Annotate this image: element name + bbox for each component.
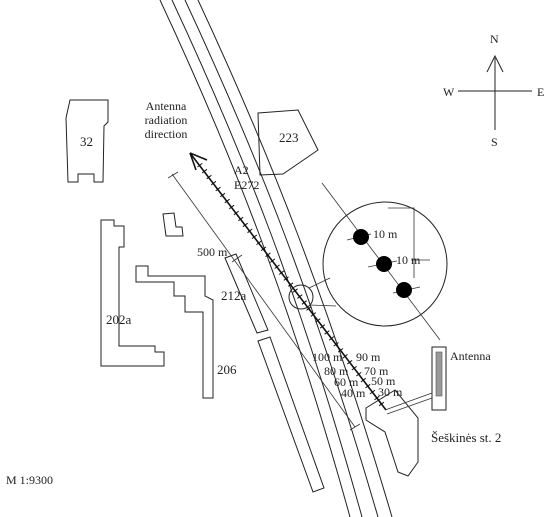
- compass-n: N: [490, 32, 499, 46]
- ray-tick: [365, 383, 371, 389]
- ray-tick: [247, 228, 253, 234]
- svg-text:212a: 212a: [221, 288, 247, 303]
- building-223: 223: [257, 109, 319, 176]
- distance-500-label: 500 m: [197, 245, 228, 259]
- ray-tick: [224, 198, 230, 204]
- ray-tick: [260, 246, 267, 252]
- svg-text:32: 32: [80, 134, 93, 149]
- antenna-symbol: Antenna: [384, 346, 491, 415]
- scale-label: M 1:9300: [6, 473, 53, 487]
- building-seskines-2: [365, 389, 419, 477]
- guide-tick: [167, 171, 179, 179]
- ray-tick: [378, 401, 385, 407]
- ray-tick: [251, 234, 258, 240]
- compass-w: W: [443, 85, 455, 99]
- ray-tick: [274, 264, 280, 269]
- svg-text:Antenna: Antenna: [146, 99, 187, 113]
- ray-tick: [229, 204, 235, 210]
- ray-tick: [319, 324, 326, 329]
- inset-detail: 10 m 10 m: [321, 182, 448, 341]
- ray-tick: [337, 348, 344, 353]
- road-label-e272: E272: [234, 178, 259, 192]
- guide-tick: [349, 423, 361, 431]
- ray-tick: [346, 359, 353, 365]
- ray-tick: [324, 330, 330, 335]
- ray-tick: [292, 288, 298, 293]
- ray-tick: [306, 306, 312, 311]
- ray-tick: [283, 276, 289, 281]
- ray-tick: [278, 270, 285, 275]
- ray-tick: [210, 180, 217, 186]
- ray-tick: [342, 354, 348, 359]
- ray-tick: [215, 186, 221, 192]
- inset-circle: [322, 201, 448, 327]
- antenna-label: Antenna: [450, 349, 491, 363]
- inset-mark: 10 m: [373, 227, 398, 241]
- building-206: 206: [135, 265, 237, 399]
- building-long: [257, 336, 325, 493]
- svg-text:direction: direction: [145, 127, 188, 141]
- building-202a: 202a: [100, 219, 165, 367]
- building-32: 32: [65, 99, 109, 183]
- ray-tick: [369, 389, 376, 395]
- address-label: Šeškinės st. 2: [431, 430, 501, 445]
- dist-mark: 100 m: [312, 350, 343, 364]
- guide-tick: [231, 254, 243, 263]
- inset-dot: [376, 256, 392, 272]
- svg-text:206: 206: [217, 362, 237, 377]
- dist-mark: 60 m: [334, 375, 359, 389]
- compass-e: E: [537, 85, 544, 99]
- ray-tick: [356, 371, 362, 377]
- inset-dot: [353, 229, 369, 245]
- ray-tick: [374, 395, 380, 401]
- ray-tick: [256, 240, 262, 246]
- compass-rose: N S E W: [443, 32, 544, 149]
- ray-tick: [351, 365, 357, 371]
- dist-mark: 40 m: [341, 386, 366, 400]
- distance-marks: 100 m 90 m 80 m 70 m 60 m 50 m 40 m 30 m: [312, 350, 403, 400]
- ray-tick: [233, 210, 239, 216]
- building-small: [162, 212, 184, 237]
- dist-mark: 80 m: [324, 364, 349, 378]
- ray-tick: [219, 192, 226, 198]
- ray-tick: [328, 336, 335, 341]
- ray-tick: [238, 216, 244, 222]
- svg-text:223: 223: [279, 130, 299, 145]
- building-212a: 212a: [221, 253, 269, 334]
- ray-tick: [360, 377, 367, 383]
- svg-text:202a: 202a: [106, 312, 132, 327]
- inset-dot: [396, 282, 412, 298]
- north-arrow-icon: [486, 54, 504, 73]
- dist-mark: 50 m: [371, 374, 396, 388]
- zoom-indicator: [288, 277, 337, 310]
- ray-tick: [269, 258, 276, 263]
- guide-line: [171, 173, 356, 428]
- ray-tick: [301, 300, 308, 305]
- ray-tick: [265, 252, 271, 257]
- ray-tick: [297, 294, 303, 299]
- compass-s: S: [491, 135, 498, 149]
- ray-tick: [242, 222, 248, 228]
- road-corridor: [159, 0, 393, 517]
- direction-label: Antenna radiation direction: [145, 99, 188, 141]
- ray-tick: [333, 342, 339, 347]
- ray-tick: [206, 174, 212, 180]
- ray-tick: [201, 168, 208, 174]
- arrow-head: [189, 152, 208, 171]
- ray-tick: [310, 312, 317, 317]
- radiation-ray: [189, 152, 387, 411]
- ray-tick: [287, 282, 294, 287]
- dist-mark: 30 m: [378, 385, 403, 399]
- dist-mark: 70 m: [364, 364, 389, 378]
- inset-mark: 10 m: [396, 253, 421, 267]
- ray-tick: [197, 162, 203, 168]
- road-label-a2: A2: [234, 163, 249, 177]
- dist-mark: 90 m: [356, 350, 381, 364]
- ray-tick: [315, 318, 321, 323]
- svg-text:radiation: radiation: [145, 113, 188, 127]
